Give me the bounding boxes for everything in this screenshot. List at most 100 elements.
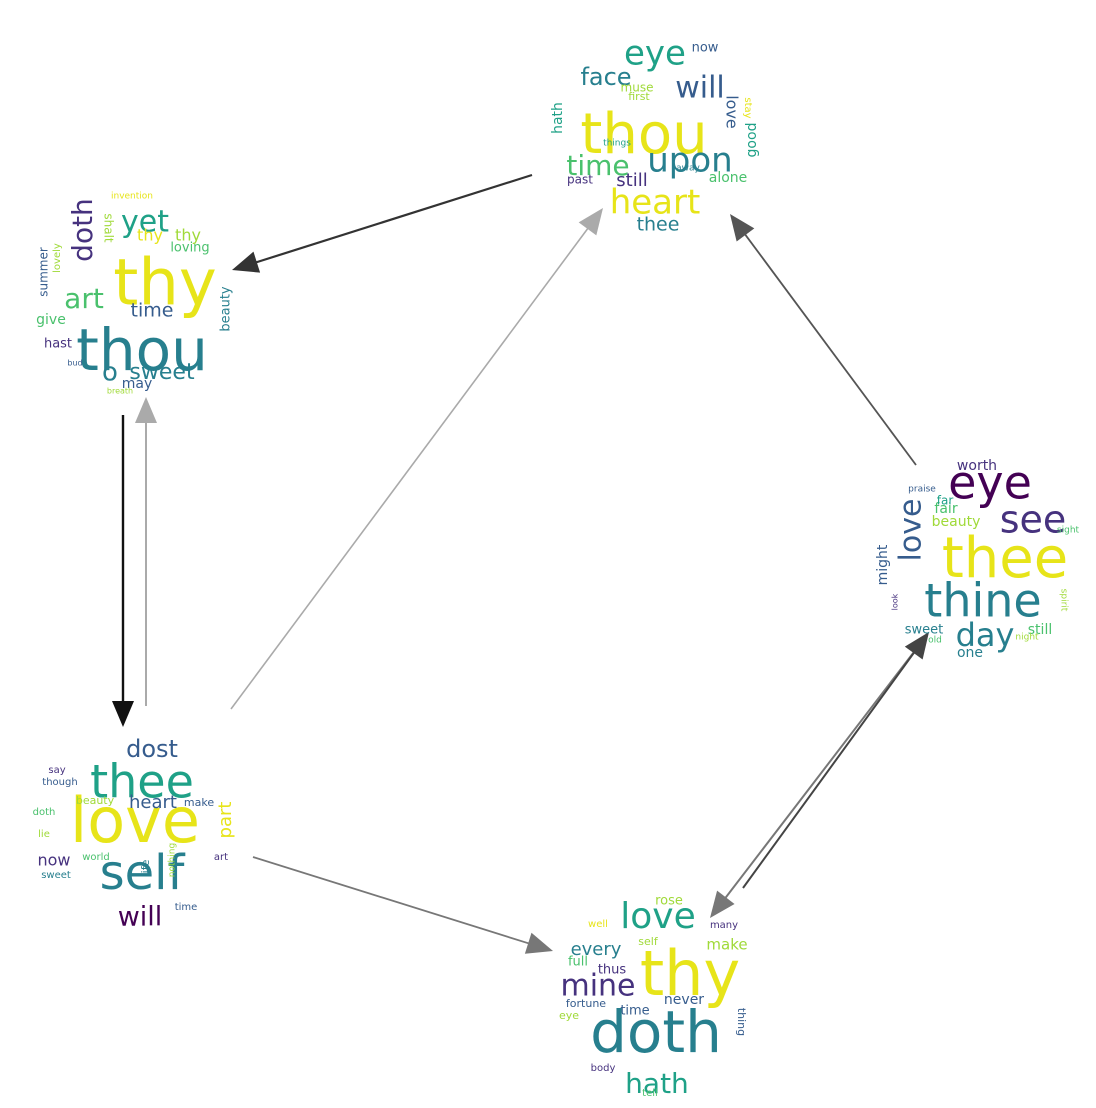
word-left-bottom-16: life — [139, 859, 152, 876]
edge-arrowhead-left-bottom-to-bottom — [524, 932, 553, 954]
word-bottom-16: eye — [559, 1009, 579, 1022]
word-bottom-5: every — [571, 939, 622, 960]
word-left-top-8: time — [131, 300, 174, 322]
edge-right-to-top — [743, 232, 917, 466]
word-right-6: beauty — [932, 514, 981, 530]
word-left-bottom-2: self — [100, 845, 186, 901]
word-left-bottom-6: part — [215, 802, 236, 839]
word-left-top-17: shalt — [102, 213, 116, 243]
edge-left-bottom-to-top — [230, 226, 590, 710]
word-left-top-12: give — [36, 312, 66, 328]
word-bottom-14: well — [588, 919, 608, 930]
word-left-top-14: beauty — [219, 286, 234, 332]
word-right-5: day — [956, 616, 1015, 654]
word-left-top-11: may — [122, 376, 153, 392]
edge-arrowhead-bottom-to-right — [904, 632, 929, 660]
wordcloud-top: thoueyewillfaceupontimeheartstilltheealo… — [550, 34, 760, 236]
edge-arrowhead-left-top-to-left-bottom — [112, 701, 134, 727]
word-left-bottom-1: thee — [90, 755, 194, 809]
word-left-bottom-3: dost — [126, 735, 178, 763]
edge-arrowhead-right-to-top — [730, 214, 755, 242]
word-left-top-7: loving — [170, 241, 209, 256]
word-left-bottom-9: make — [184, 796, 214, 809]
word-left-top-4: art — [64, 282, 104, 315]
word-top-5: time — [566, 149, 629, 182]
word-left-bottom-4: will — [118, 902, 163, 933]
word-left-bottom-12: doth — [33, 807, 56, 818]
edge-top-to-left-top — [254, 173, 533, 264]
word-bottom-18: body — [591, 1063, 616, 1074]
word-bottom-17: thing — [735, 1008, 748, 1036]
word-left-top-3: doth — [66, 198, 99, 262]
word-left-bottom-0: love — [70, 784, 200, 857]
word-top-19: away — [676, 164, 700, 174]
word-right-18: night — [1015, 633, 1039, 643]
word-right-10: praise — [908, 485, 936, 495]
edge-bottom-to-right — [742, 650, 916, 889]
word-top-17: stay — [742, 97, 753, 118]
word-bottom-6: make — [706, 936, 747, 954]
word-left-top-15: summer — [37, 247, 51, 297]
edge-arrowhead-left-bottom-to-left-top — [135, 397, 157, 423]
word-right-8: far — [937, 494, 954, 508]
word-bottom-1: doth — [590, 998, 722, 1066]
edge-arrowhead-left-bottom-to-top — [578, 208, 603, 236]
word-left-top-16: lovely — [52, 243, 63, 273]
word-left-top-6: thy — [175, 226, 201, 245]
word-right-19: old — [928, 636, 942, 646]
word-right-7: fair — [934, 501, 957, 517]
word-top-15: muse — [621, 81, 654, 95]
word-right-4: love — [894, 499, 929, 562]
word-left-top-0: thy — [113, 247, 217, 321]
word-right-2: thee — [942, 526, 1068, 591]
word-right-13: still — [1028, 622, 1052, 638]
word-bottom-8: full — [568, 955, 588, 970]
word-top-12: hath — [550, 102, 566, 134]
word-top-1: eye — [624, 34, 686, 74]
word-right-14: one — [957, 645, 983, 661]
word-left-bottom-17: nothing — [168, 843, 178, 877]
word-left-bottom-11: though — [42, 777, 77, 788]
word-top-13: past — [567, 173, 593, 187]
word-top-14: now — [692, 41, 719, 56]
word-top-6: heart — [610, 183, 701, 223]
edge-arrowhead-top-to-left-top — [232, 251, 261, 273]
word-bottom-19: tell — [642, 1088, 658, 1099]
word-bottom-4: hath — [625, 1067, 689, 1100]
word-left-top-18: invention — [111, 192, 153, 202]
word-top-2: will — [675, 71, 725, 106]
word-bottom-15: many — [710, 920, 738, 931]
word-bottom-10: never — [664, 992, 704, 1008]
word-bottom-0: thy — [640, 937, 740, 1010]
word-left-top-19: bud — [67, 359, 82, 368]
word-top-18: things — [603, 139, 631, 149]
word-top-3: face — [580, 63, 631, 91]
word-left-top-13: hast — [44, 337, 72, 352]
word-left-top-2: yet — [121, 205, 169, 240]
edge-left-bottom-to-bottom — [252, 856, 531, 945]
word-right-15: sight — [1057, 526, 1080, 536]
word-left-bottom-7: now — [37, 851, 70, 870]
word-bottom-2: love — [620, 896, 695, 937]
word-bottom-9: thus — [598, 963, 627, 978]
word-right-17: look — [891, 593, 900, 610]
word-right-9: worth — [957, 458, 997, 474]
nodes: thoueyewillfaceupontimeheartstilltheealo… — [33, 34, 1080, 1101]
word-left-top-10: o — [102, 358, 118, 388]
word-left-top-5: thy — [137, 226, 163, 245]
word-top-16: first — [628, 90, 650, 103]
word-left-bottom-10: say — [48, 765, 65, 776]
word-bottom-12: time — [620, 1004, 649, 1019]
word-top-8: thee — [637, 214, 680, 236]
word-bottom-3: mine — [560, 969, 635, 1004]
word-right-0: eye — [948, 456, 1032, 510]
word-right-16: spirit — [1059, 589, 1069, 612]
edge-right-to-bottom — [723, 634, 928, 900]
wordcloud-right: eyeseetheethinelovedaybeautyfairfarworth… — [875, 456, 1080, 662]
word-left-bottom-14: world — [82, 852, 110, 863]
word-bottom-11: fortune — [566, 997, 606, 1010]
